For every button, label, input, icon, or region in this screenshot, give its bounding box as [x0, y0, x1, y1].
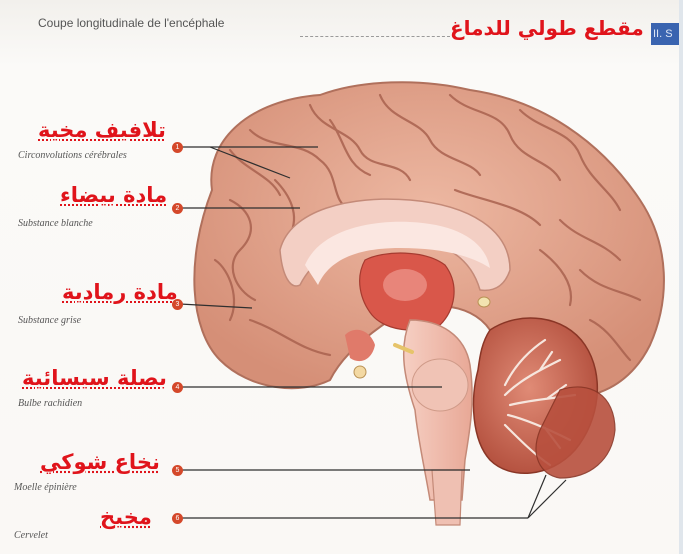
label-fr-bulbe-rachidien: Bulbe rachidien [18, 398, 82, 409]
marker-1: 1 [172, 142, 183, 153]
label-fr-cervelet: Cervelet [14, 530, 48, 541]
label-fr-substance-grise: Substance grise [18, 315, 81, 326]
label-ar-substance-grise: مادة رمادية [62, 280, 178, 304]
marker-5: 5 [172, 465, 183, 476]
leader-line-6c [528, 480, 566, 518]
label-ar-circonvolutions: تلافيف مخية [38, 118, 166, 142]
label-fr-substance-blanche: Substance blanche [18, 218, 93, 229]
marker-6: 6 [172, 513, 183, 524]
thalamus-core [383, 269, 427, 301]
label-ar-moelle-epiniere: نخاع شوكي [40, 450, 160, 474]
marker-3: 3 [172, 299, 183, 310]
label-fr-circonvolutions: Circonvolutions cérébrales [18, 150, 127, 161]
label-ar-cervelet: مخيخ [100, 505, 152, 529]
pituitary [354, 366, 366, 378]
marker-4: 4 [172, 382, 183, 393]
label-ar-substance-blanche: مادة بيضاء [60, 183, 167, 207]
pons [412, 359, 468, 411]
leader-line-6b [528, 475, 546, 518]
spinal-cord [432, 470, 462, 525]
marker-2: 2 [172, 203, 183, 214]
pineal-gland [478, 297, 490, 307]
label-fr-moelle-epiniere: Moelle épinière [14, 482, 77, 493]
label-ar-bulbe-rachidien: بصلة سيسائية [22, 366, 167, 390]
